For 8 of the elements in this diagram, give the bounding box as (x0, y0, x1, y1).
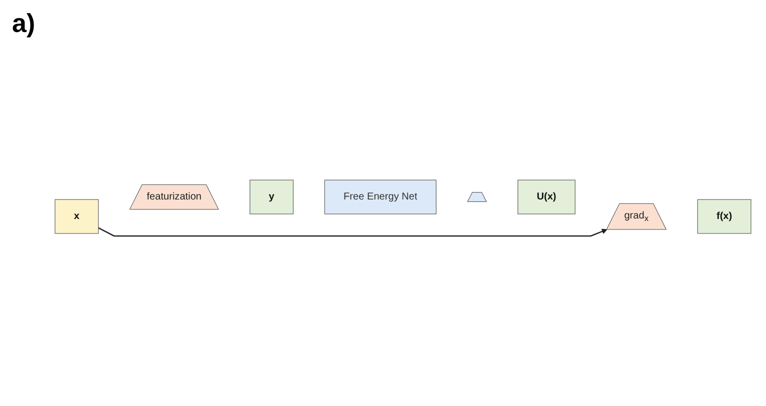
arrow (98, 227, 608, 237)
node-trapezoid (467, 192, 487, 202)
node-box: x (54, 199, 99, 234)
panel-label: a) (12, 8, 36, 39)
node-box: y (250, 180, 294, 214)
node-box: f(x) (697, 199, 752, 234)
node-box: U(x) (518, 180, 576, 214)
node-box: Free Energy Net (324, 180, 436, 214)
